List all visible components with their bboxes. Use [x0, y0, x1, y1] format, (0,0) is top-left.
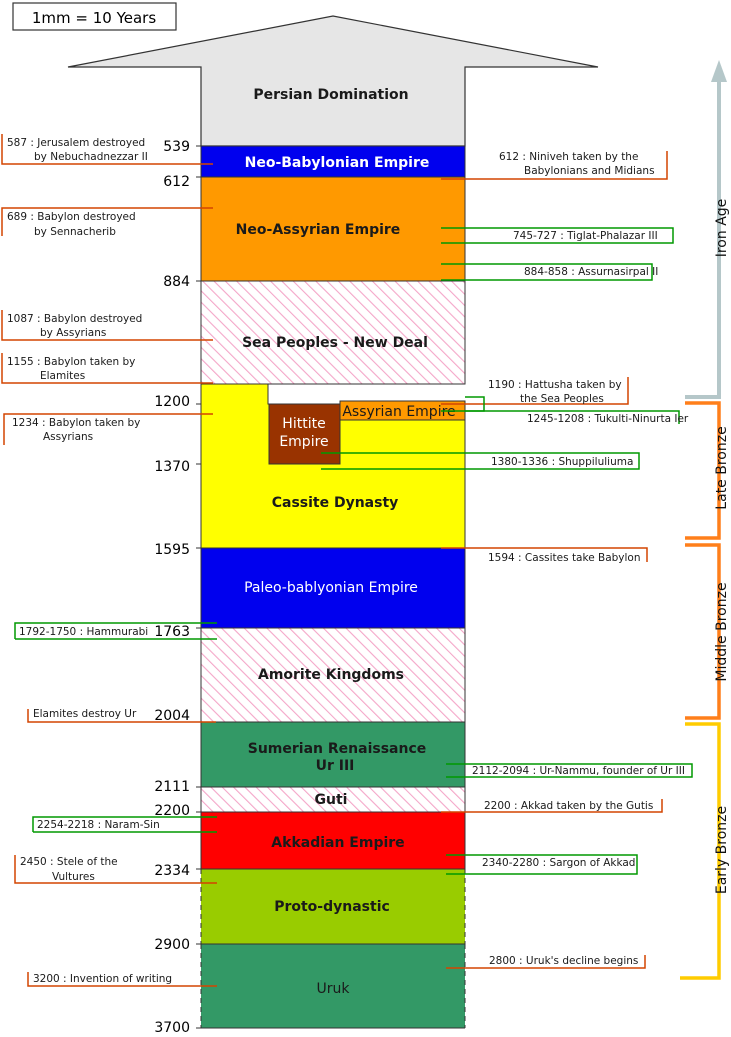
event-label: 1380-1336 : Shuppiluliuma	[491, 456, 633, 468]
era-neoass-block	[200, 176, 466, 282]
era-persian-shape	[67, 15, 599, 147]
date-label: 2111	[154, 779, 190, 795]
date-label: 2334	[154, 863, 190, 879]
event-label: 1594 : Cassites take Babylon	[488, 552, 641, 564]
age-label-late-bronze: Late Bronze	[714, 426, 730, 509]
date-label: 1763	[154, 624, 190, 640]
era-uruk-label: Uruk	[317, 981, 351, 997]
event-label: the Sea Peoples	[520, 393, 604, 405]
event-label: Babylonians and Midians	[524, 165, 655, 177]
era-akkad-block	[200, 811, 466, 870]
era-neobab-block	[200, 145, 466, 178]
event-label: 745-727 : Tiglat-Phalazar III	[513, 230, 658, 242]
event-label: 2340-2280 : Sargon of Akkad	[482, 857, 635, 869]
event-label: 1155 : Babylon taken by	[7, 356, 135, 368]
age-label-iron: Iron Age	[714, 199, 730, 258]
early-bronze-bracket	[680, 722, 721, 980]
event-label: 1190 : Hattusha taken by	[488, 379, 622, 391]
event-label: 884-858 : Assurnasirpal II	[524, 266, 658, 278]
event-label: Assyrians	[43, 431, 93, 443]
middle-bronze-bracket	[685, 543, 721, 720]
iron-age-bracket	[685, 80, 721, 399]
era-hittite-block	[268, 403, 341, 465]
scale-box: 1mm = 10 Years	[12, 2, 177, 31]
iron-age-arrowhead	[711, 60, 727, 82]
date-label: 539	[163, 139, 190, 155]
era-hittite-label-line1: Hittite	[282, 416, 325, 432]
events-right: 612 : Niniveh taken by the Babylonians a…	[321, 151, 693, 969]
era-paleobab-block	[200, 547, 466, 629]
date-label: 2900	[154, 937, 190, 953]
age-brackets: Iron Age Late Bronze Middle Bronze Early…	[680, 60, 730, 980]
era-sumerian-subtitle: Ur III	[316, 758, 355, 774]
event-label: 2254-2218 : Naram-Sin	[37, 819, 160, 831]
era-amorite-block	[200, 627, 466, 723]
event-label: 689 : Babylon destroyed	[7, 211, 136, 223]
era-persian-label: Persian Domination	[253, 87, 408, 103]
era-sea-block	[200, 280, 466, 385]
events-left: 587 : Jerusalem destroyed by Nebuchadnez…	[1, 134, 217, 987]
date-label: 1200	[154, 394, 190, 410]
event-label: 2200 : Akkad taken by the Gutis	[484, 800, 653, 812]
date-label: 884	[163, 274, 190, 290]
era-amorite-label: Amorite Kingdoms	[258, 667, 404, 683]
event-label: 1234 : Babylon taken by	[12, 417, 140, 429]
event-label: 2450 : Stele of the	[20, 856, 118, 868]
era-sea-label: Sea Peoples - New Deal	[242, 335, 428, 351]
era-guti-block	[200, 786, 466, 813]
era-neobab-label: Neo-Babylonian Empire	[245, 155, 430, 171]
late-bronze-bracket	[685, 401, 721, 540]
era-cassite-label: Cassite Dynasty	[272, 495, 399, 511]
era-neoass-label: Neo-Assyrian Empire	[236, 222, 401, 238]
date-label: 1370	[154, 459, 190, 475]
era-guti-label: Guti	[315, 792, 348, 808]
era-sumerian-block	[200, 721, 466, 788]
event-label: Vultures	[52, 871, 95, 883]
event-label: 1245-1208 : Tukulti-Ninurta Ier	[527, 413, 689, 425]
era-proto-label: Proto-dynastic	[274, 899, 390, 915]
event-label: 1792-1750 : Hammurabi	[19, 626, 148, 638]
event-label: by Nebuchadnezzar II	[34, 151, 148, 163]
event-label: 1087 : Babylon destroyed	[7, 313, 142, 325]
date-label: 1595	[154, 542, 190, 558]
event-label: 612 : Niniveh taken by the	[499, 151, 638, 163]
age-label-middle-bronze: Middle Bronze	[714, 582, 730, 681]
event-label: by Assyrians	[40, 327, 106, 339]
date-label: 612	[163, 174, 190, 190]
event-label: Elamites	[40, 370, 85, 382]
date-label: 2004	[154, 708, 190, 724]
event-label: 2112-2094 : Ur-Nammu, founder of Ur III	[472, 765, 685, 777]
date-label: 3700	[154, 1020, 190, 1036]
era-sumerian-label: Sumerian Renaissance	[248, 741, 427, 757]
event-label: 3200 : Invention of writing	[33, 973, 172, 985]
age-label-early-bronze: Early Bronze	[714, 806, 730, 894]
date-axis: 539 612 884 1200 1370 1595 1763 2004 211…	[154, 139, 201, 1036]
era-hittite-label-line2: Empire	[279, 434, 328, 450]
era-uruk-block	[201, 944, 465, 1028]
scale-label: 1mm = 10 Years	[32, 9, 156, 27]
event-label: 587 : Jerusalem destroyed	[7, 137, 145, 149]
date-label: 2200	[154, 803, 190, 819]
era-proto-block	[201, 869, 465, 944]
era-akkad-label: Akkadian Empire	[271, 835, 404, 851]
event-label: 2800 : Uruk's decline begins	[489, 955, 638, 967]
era-paleobab-label: Paleo-bablyonian Empire	[244, 580, 418, 596]
era-assyrian-label: Assyrian Empire	[342, 404, 455, 420]
event-label: Elamites destroy Ur	[33, 708, 137, 720]
event-label: by Sennacherib	[34, 226, 116, 238]
